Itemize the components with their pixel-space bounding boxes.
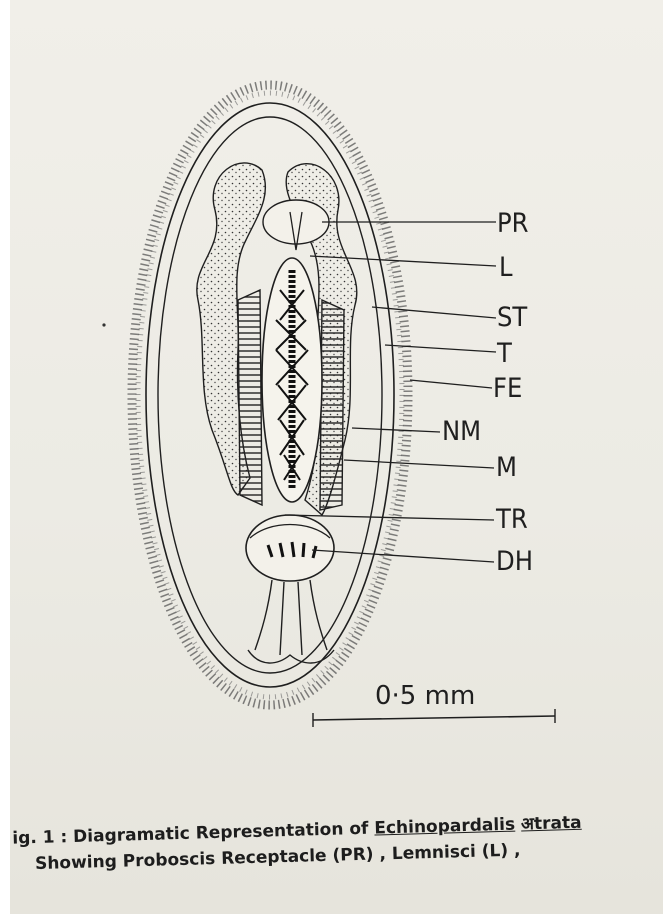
ink-dot xyxy=(102,323,105,326)
label-l: L xyxy=(499,252,513,283)
central-core xyxy=(262,258,322,502)
label-nm: NM xyxy=(442,416,481,447)
label-m: M xyxy=(496,452,517,483)
caption-species: अtrata xyxy=(521,813,582,835)
caption-genus: Echinopardalis xyxy=(374,815,515,839)
scale-bar: 0·5 mm xyxy=(313,681,555,727)
label-st: ST xyxy=(497,302,527,333)
developing-hooks xyxy=(246,515,334,663)
label-pr: PR xyxy=(497,208,529,239)
label-t: T xyxy=(496,338,512,369)
scale-bar-label: 0·5 mm xyxy=(375,681,475,711)
label-tr: TR xyxy=(495,504,528,535)
label-dh: DH xyxy=(496,546,533,577)
label-fe: FE xyxy=(493,373,522,404)
